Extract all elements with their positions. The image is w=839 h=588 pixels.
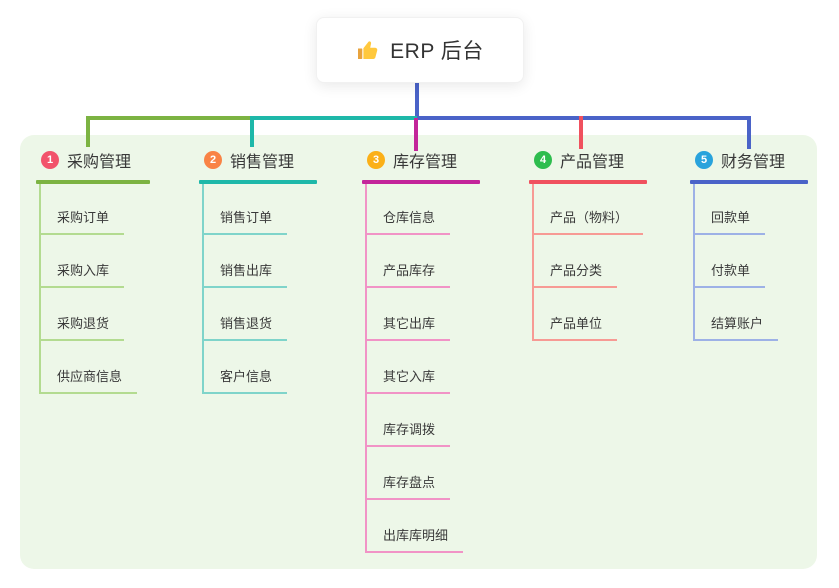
- branch-1-children: 采购订单采购入库采购退货供应商信息: [39, 184, 150, 394]
- list-item[interactable]: 产品（物料）: [534, 184, 644, 235]
- list-item[interactable]: 仓库信息: [367, 184, 451, 235]
- branch-4: 4 产品管理产品（物料）产品分类产品单位: [529, 148, 647, 341]
- branch-2-underline: [199, 180, 317, 184]
- branch-4-children: 产品（物料）产品分类产品单位: [532, 184, 647, 341]
- branch-5-header[interactable]: 5 财务管理: [690, 148, 808, 180]
- list-item[interactable]: 库存盘点: [367, 447, 451, 500]
- root-node-erp[interactable]: ERP 后台: [316, 17, 524, 83]
- list-item[interactable]: 其它入库: [367, 341, 451, 394]
- badge-4-icon: 4: [534, 151, 552, 169]
- list-item[interactable]: 回款单: [695, 184, 766, 235]
- branch-1: 1 采购管理采购订单采购入库采购退货供应商信息: [36, 148, 150, 394]
- branch-4-label: 产品管理: [560, 154, 625, 171]
- thumbs-up-icon: [356, 38, 380, 62]
- branch-3-label: 库存管理: [393, 154, 458, 171]
- list-item[interactable]: 销售退货: [204, 288, 288, 341]
- connector-h-branch-2: [250, 116, 417, 120]
- branch-2: 2 销售管理销售订单销售出库销售退货客户信息: [199, 148, 317, 394]
- branch-2-children: 销售订单销售出库销售退货客户信息: [202, 184, 317, 394]
- branch-4-underline: [529, 180, 647, 184]
- branch-3-underline: [362, 180, 480, 184]
- list-item[interactable]: 出库库明细: [367, 500, 464, 553]
- root-title: ERP 后台: [390, 40, 484, 63]
- list-item[interactable]: 产品库存: [367, 235, 451, 288]
- list-item[interactable]: 产品单位: [534, 288, 618, 341]
- list-item[interactable]: 销售订单: [204, 184, 288, 235]
- connector-h-branch-1: [86, 116, 254, 120]
- list-item[interactable]: 客户信息: [204, 341, 288, 394]
- list-item[interactable]: 结算账户: [695, 288, 779, 341]
- connector-h-branch-5: [417, 116, 751, 120]
- badge-3-icon: 3: [367, 151, 385, 169]
- badge-2-icon: 2: [204, 151, 222, 169]
- connector-drop-branch-3: [414, 118, 418, 151]
- branch-1-underline: [36, 180, 150, 184]
- branch-2-label: 销售管理: [230, 154, 295, 171]
- list-item[interactable]: 其它出库: [367, 288, 451, 341]
- badge-1-icon: 1: [41, 151, 59, 169]
- branch-3-header[interactable]: 3 库存管理: [362, 148, 480, 180]
- connector-drop-branch-1: [86, 116, 90, 147]
- connector-drop-branch-2: [250, 116, 254, 147]
- list-item[interactable]: 采购订单: [41, 184, 125, 235]
- mindmap-panel: [20, 135, 817, 569]
- branch-5: 5 财务管理回款单付款单结算账户: [690, 148, 808, 341]
- list-item[interactable]: 库存调拨: [367, 394, 451, 447]
- branch-1-header[interactable]: 1 采购管理: [36, 148, 150, 180]
- connector-drop-branch-5: [747, 116, 751, 149]
- list-item[interactable]: 产品分类: [534, 235, 618, 288]
- branch-1-label: 采购管理: [67, 154, 132, 171]
- connector-root-stem: [415, 83, 419, 120]
- branch-2-header[interactable]: 2 销售管理: [199, 148, 317, 180]
- list-item[interactable]: 采购退货: [41, 288, 125, 341]
- connector-drop-branch-4: [579, 116, 583, 149]
- badge-5-icon: 5: [695, 151, 713, 169]
- branch-5-label: 财务管理: [721, 154, 786, 171]
- branch-4-header[interactable]: 4 产品管理: [529, 148, 647, 180]
- list-item[interactable]: 销售出库: [204, 235, 288, 288]
- branch-3-children: 仓库信息产品库存其它出库其它入库库存调拨库存盘点出库库明细: [365, 184, 480, 553]
- branch-5-children: 回款单付款单结算账户: [693, 184, 808, 341]
- branch-5-underline: [690, 180, 808, 184]
- list-item[interactable]: 供应商信息: [41, 341, 138, 394]
- list-item[interactable]: 采购入库: [41, 235, 125, 288]
- list-item[interactable]: 付款单: [695, 235, 766, 288]
- branch-3: 3 库存管理仓库信息产品库存其它出库其它入库库存调拨库存盘点出库库明细: [362, 148, 480, 553]
